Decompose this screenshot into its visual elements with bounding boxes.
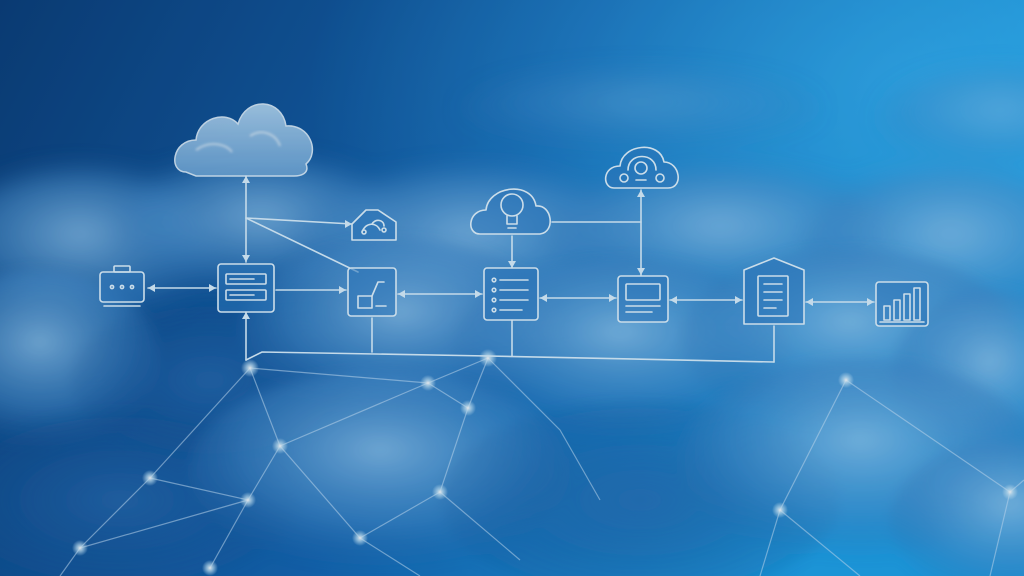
flow-connectors	[147, 175, 875, 363]
lightbulb-cloud-icon	[470, 188, 551, 235]
cloud-icon	[174, 103, 314, 177]
document-icon	[743, 257, 805, 325]
document-cloud-icon	[351, 209, 397, 241]
cloud-bank-front	[0, 360, 1024, 576]
network-nodes	[72, 349, 1018, 576]
list-icon	[483, 267, 539, 321]
flow-arrowheads	[148, 176, 874, 319]
device-icon	[99, 265, 145, 307]
tool-icon	[347, 267, 397, 317]
headset-cloud-icon	[604, 146, 679, 189]
server-icon	[217, 263, 275, 313]
terminal-icon	[617, 275, 669, 323]
bar-chart-icon	[875, 281, 929, 327]
